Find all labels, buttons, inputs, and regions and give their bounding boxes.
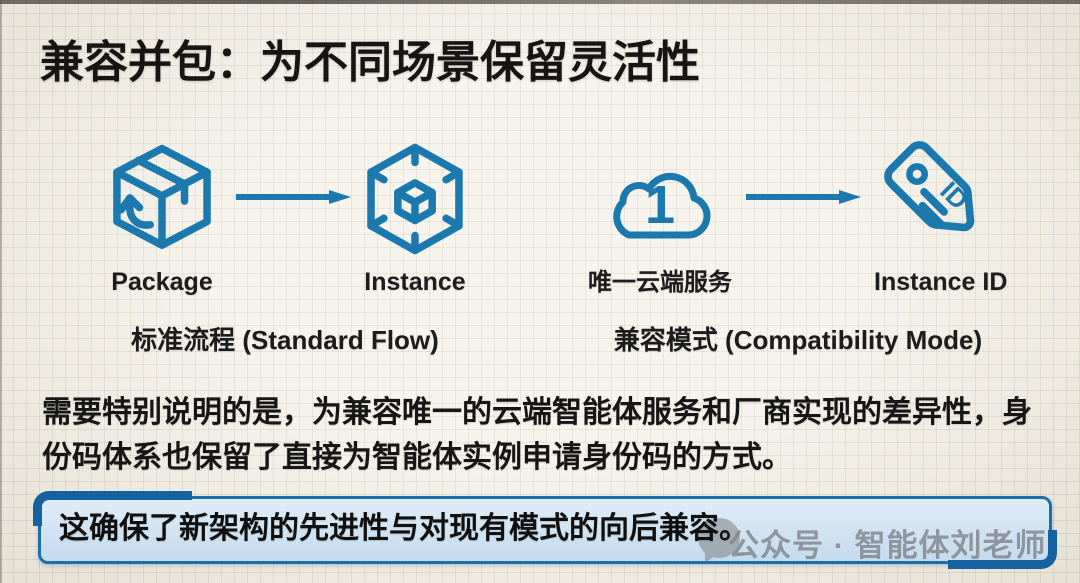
arrow-right-icon	[746, 190, 861, 204]
watermark-text: 公众号 · 智能体刘老师	[728, 528, 1047, 563]
highlight-box: 这确保了新架构的先进性与对现有模式的向后兼容。	[33, 491, 1057, 569]
arrow-right-icon	[236, 190, 351, 204]
node-label: Package	[111, 268, 213, 296]
caption-compatibility-mode: 兼容模式 (Compatibility Mode)	[613, 325, 983, 355]
node-cloud-service: 1 唯一云端服务	[588, 148, 732, 297]
caption-standard-flow: 标准流程 (Standard Flow)	[131, 325, 439, 355]
node-label: Instance ID	[874, 268, 1008, 296]
speech-bubble-logo-icon	[698, 518, 740, 558]
body-paragraph: 需要特别说明的是，为兼容唯一的云端智能体服务和厂商实现的差异性，身份码体系也保留…	[42, 396, 1032, 474]
node-label: 唯一云端服务	[588, 269, 732, 296]
cloud-number: 1	[645, 175, 675, 235]
tag-id-icon: ID	[883, 141, 974, 232]
package-icon	[113, 144, 211, 249]
highlight-text: 这确保了新架构的先进性与对现有模式的向后兼容。	[59, 512, 749, 545]
node-instance: Instance	[356, 140, 474, 297]
node-label: Instance	[364, 268, 466, 296]
instance-icon	[367, 143, 463, 255]
cloud-one-icon: 1	[613, 172, 711, 239]
photo-edge-top	[0, 0, 1080, 4]
page-title: 兼容并包：为不同场景保留灵活性	[40, 38, 700, 87]
photo-edge-left	[0, 0, 2, 583]
node-package: Package	[103, 140, 221, 297]
node-instance-id: ID Instance ID	[874, 138, 1007, 297]
